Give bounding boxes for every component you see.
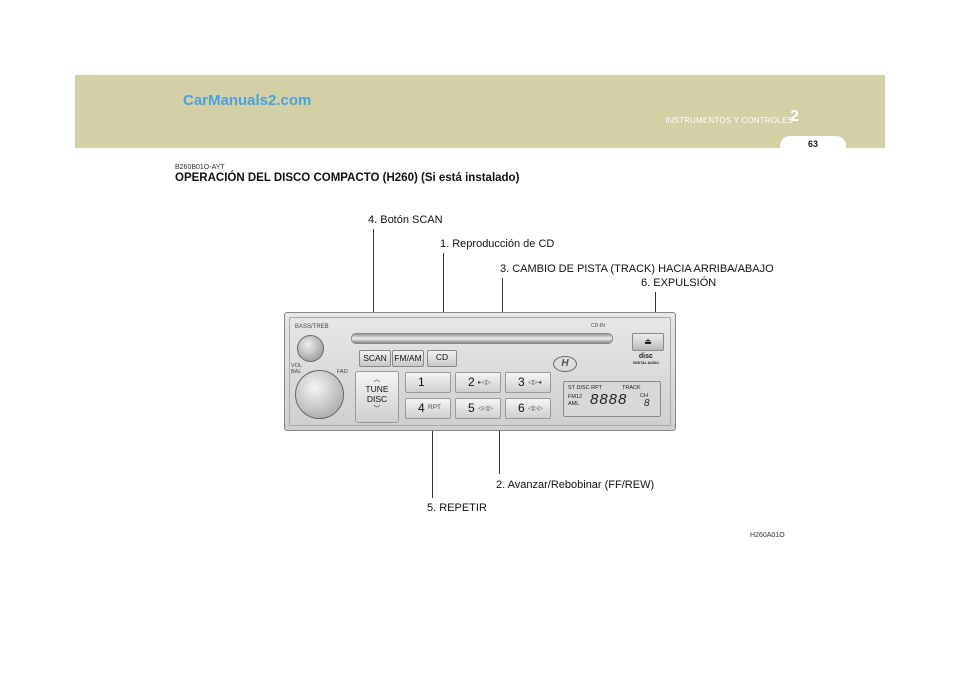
disc-label: DISC [366,394,388,404]
volume-knob[interactable] [295,370,344,419]
leader-line-ffrew [499,424,500,474]
preset-button-3[interactable]: 3 ◁▷◂ [505,372,551,393]
display-status: ST DISC RPT [568,385,603,391]
preset-button-5[interactable]: 5 ◁◁▷ [455,398,501,419]
eject-button[interactable]: ⏏ [632,333,664,351]
disc-logo-text: disc [638,353,653,360]
preset-number: 3 [518,375,525,389]
figure-code: H260A01O [750,532,785,539]
section-title: INSTRUMENTOS Y CONTROLES [665,116,793,125]
display-ch-label: CH [640,393,648,399]
brand-logo-icon: H [553,356,577,372]
display-track-label: TRACK [622,385,641,391]
callout-track: 3. CAMBIO DE PISTA (TRACK) HACIA ARRIBA/… [500,263,774,275]
preset-button-1[interactable]: 1 [405,372,451,393]
compact-disc-logo: disc DIGITAL AUDIO [633,353,659,367]
bass-treb-label: BASS/TREB [295,324,329,330]
leader-line-track [502,278,503,342]
preset-symbol: ◁▷▷ [528,405,543,412]
display-band1: FM12 [568,394,583,400]
radio-faceplate [289,317,671,426]
eject-icon: ⏏ [644,337,652,346]
watermark[interactable]: CarManuals2.com [183,92,312,109]
page-number: 63 [780,136,846,154]
leader-line-repeat [432,412,433,498]
preset-number: 6 [518,401,525,415]
bass-treb-knob[interactable] [297,335,324,362]
fmam-button[interactable]: FM/AM [392,350,424,367]
preset-number: 4 [418,401,425,415]
tune-disc-rocker[interactable]: ︿ TUNE DISC ﹀ [355,371,399,423]
document-heading: OPERACIÓN DEL DISCO COMPACTO (H260) (Si … [175,172,520,184]
display-band2: AML [568,401,580,407]
chevron-down-icon: ﹀ [373,406,381,413]
cd-slot [351,333,613,344]
preset-number: 5 [468,401,475,415]
callout-ffrew: 2. Avanzar/Rebobinar (FF/REW) [496,479,655,491]
disc-logo-subtext: DIGITAL AUDIO [633,361,659,365]
bal-label: BAL [291,369,302,375]
tune-label: TUNE [365,384,389,394]
chevron-up-icon: ︿ [373,376,381,383]
leader-line-scan [373,229,374,355]
cd-in-label: CD-IN [591,323,605,329]
display-digits: 8888 [590,391,628,408]
callout-scan: 4. Botón SCAN [368,214,443,226]
callout-eject: 6. EXPULSIÓN [641,277,717,289]
preset-symbol: RPT [428,404,441,411]
callout-repeat: 5. REPETIR [427,502,487,514]
fad-label: FAD [337,369,348,375]
document-code: B260B01O-AYT [175,164,225,171]
preset-button-6[interactable]: 6 ◁▷▷ [505,398,551,419]
leader-line-cd [443,253,444,353]
header-band [75,75,885,148]
preset-button-2[interactable]: 2 ▸◁▷ [455,372,501,393]
vol-label: VOL [291,363,303,369]
display-small-digit: 8 [644,398,650,409]
radio-display: ST DISC RPT TRACK FM12 AML 8888 CH 8 [563,381,661,417]
scan-button[interactable]: SCAN [359,350,391,367]
chapter-number: 2 [790,108,799,125]
preset-symbol: ◁◁▷ [478,405,493,412]
preset-number: 2 [468,375,475,389]
radio-unit: BASS/TREB VOL BAL FAD CD-IN SCAN FM/AM C… [284,312,676,431]
preset-symbol: ▸◁▷ [478,379,492,386]
cd-button[interactable]: CD [427,350,457,367]
callout-cd-play: 1. Reproducción de CD [440,238,555,250]
preset-symbol: ◁▷◂ [528,379,542,386]
preset-button-4[interactable]: 4 RPT [405,398,451,419]
preset-number: 1 [418,375,425,389]
